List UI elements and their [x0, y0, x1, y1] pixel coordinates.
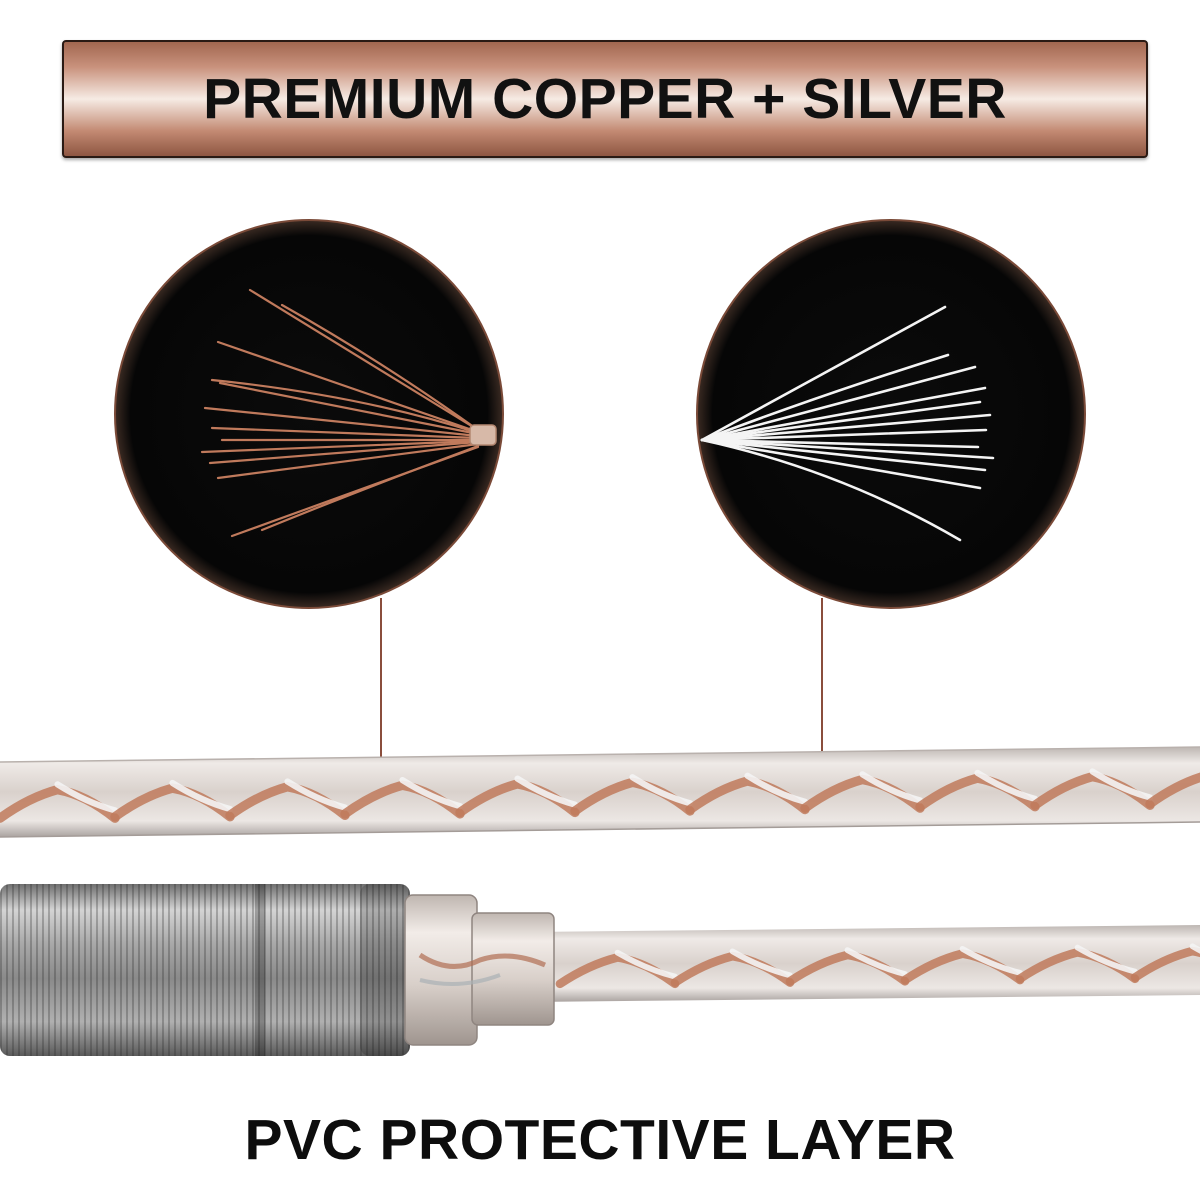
silver-strand	[1074, 944, 1138, 975]
silver-strand	[614, 949, 678, 980]
silver-strand	[1189, 943, 1200, 954]
silver-strand	[959, 945, 1023, 976]
silver-strand	[844, 947, 908, 977]
copper-strand	[1130, 946, 1200, 982]
silver-strand	[629, 774, 694, 807]
caption-text: PVC PROTECTIVE LAYER	[244, 1108, 956, 1172]
lower-cable	[530, 925, 1200, 1002]
silver-strand	[169, 779, 234, 813]
connector-barrel	[0, 884, 410, 1056]
copper-strand	[1145, 772, 1200, 809]
headline-title: PREMIUM COPPER + SILVER	[203, 67, 1007, 131]
silver-strand	[859, 771, 924, 804]
silver-strand	[744, 772, 809, 805]
strain-relief	[404, 894, 555, 1046]
copper-strands-circle	[114, 219, 504, 609]
silver-strand	[974, 769, 1039, 803]
silver-strand	[284, 778, 349, 811]
silver-strand	[399, 776, 464, 810]
headline-banner: PREMIUM COPPER + SILVER	[62, 40, 1148, 158]
silver-strand	[1089, 768, 1154, 801]
upper-cable	[0, 746, 1200, 838]
copper-strand-tip	[469, 424, 497, 446]
silver-strand	[514, 775, 579, 808]
silver-strands-circle	[696, 219, 1086, 609]
silver-strand	[729, 948, 793, 979]
silver-strand	[54, 781, 119, 814]
